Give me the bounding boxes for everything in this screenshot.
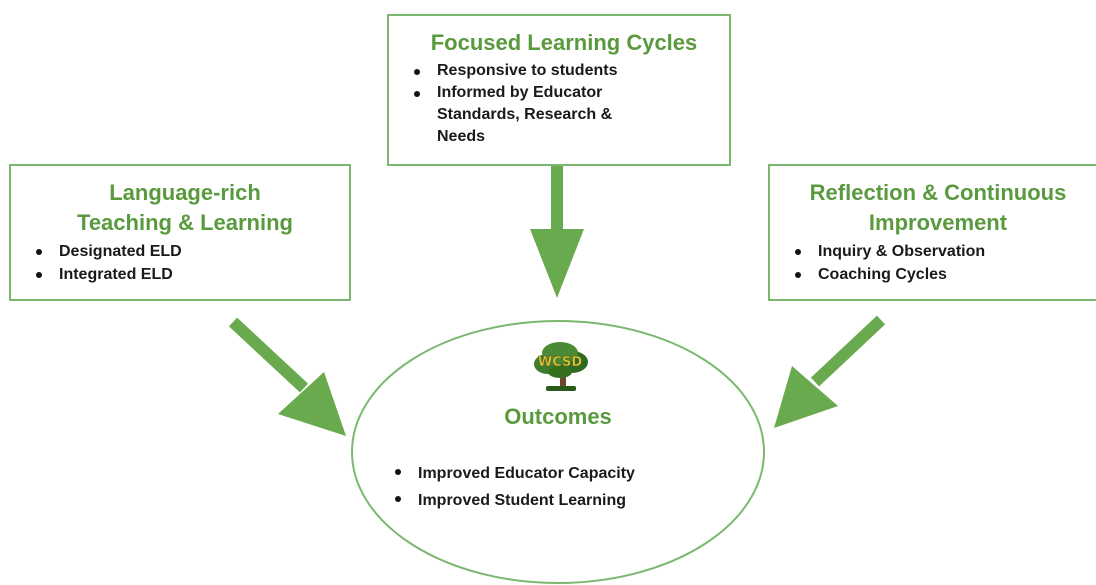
- focused-bullet-1: Responsive to students: [409, 60, 719, 82]
- language-bullet-list: Designated ELD Integrated ELD: [31, 240, 339, 286]
- reflection-box-title-line2: Improvement: [868, 210, 1008, 235]
- outcomes-bullet-list: Improved Educator Capacity Improved Stud…: [390, 460, 635, 514]
- reflection-improvement-box: Reflection & Continuous Improvement Inqu…: [768, 164, 1096, 301]
- wcsd-tree-logo: WCSD: [534, 342, 588, 391]
- arrow-language-to-outcomes: [228, 317, 346, 436]
- language-rich-box: Language-rich Teaching & Learning Design…: [9, 164, 351, 301]
- language-bullet-1: Designated ELD: [31, 240, 339, 263]
- language-box-title-line1: Language-rich: [109, 180, 261, 205]
- reflection-box-title-line1: Reflection & Continuous: [809, 180, 1067, 205]
- focused-bullet-2-line2: Standards, Research &: [437, 106, 613, 123]
- outcomes-bullet-container: Improved Educator Capacity Improved Stud…: [390, 460, 635, 514]
- reflection-bullet-2: Coaching Cycles: [790, 263, 1086, 286]
- logo-text: WCSD: [538, 355, 582, 370]
- outcomes-bullet-2: Improved Student Learning: [390, 487, 635, 514]
- focused-box-title: Focused Learning Cycles: [430, 30, 698, 55]
- arrow-reflection-to-outcomes: [774, 315, 886, 428]
- reflection-bullet-1: Inquiry & Observation: [790, 240, 1086, 263]
- outcomes-title: Outcomes: [504, 404, 612, 429]
- focused-bullet-2-line3: Needs: [437, 128, 486, 145]
- focused-bullet-2: Informed by Educator: [409, 82, 719, 104]
- outcomes-bullet-1: Improved Educator Capacity: [390, 460, 635, 487]
- focused-learning-cycles-box: Focused Learning Cycles Responsive to st…: [387, 14, 731, 166]
- focused-bullet-list: Responsive to students Informed by Educa…: [409, 60, 719, 104]
- outcomes-ellipse: [351, 320, 765, 584]
- focused-bullet-2-continuation: Standards, Research & Needs: [409, 104, 719, 148]
- language-box-title-line2: Teaching & Learning: [77, 210, 293, 235]
- reflection-bullet-list: Inquiry & Observation Coaching Cycles: [790, 240, 1086, 286]
- arrow-focused-to-outcomes: [530, 166, 584, 298]
- outcomes-content: Outcomes Improved Educator Capacity Impr…: [352, 320, 764, 585]
- language-bullet-2: Integrated ELD: [31, 263, 339, 286]
